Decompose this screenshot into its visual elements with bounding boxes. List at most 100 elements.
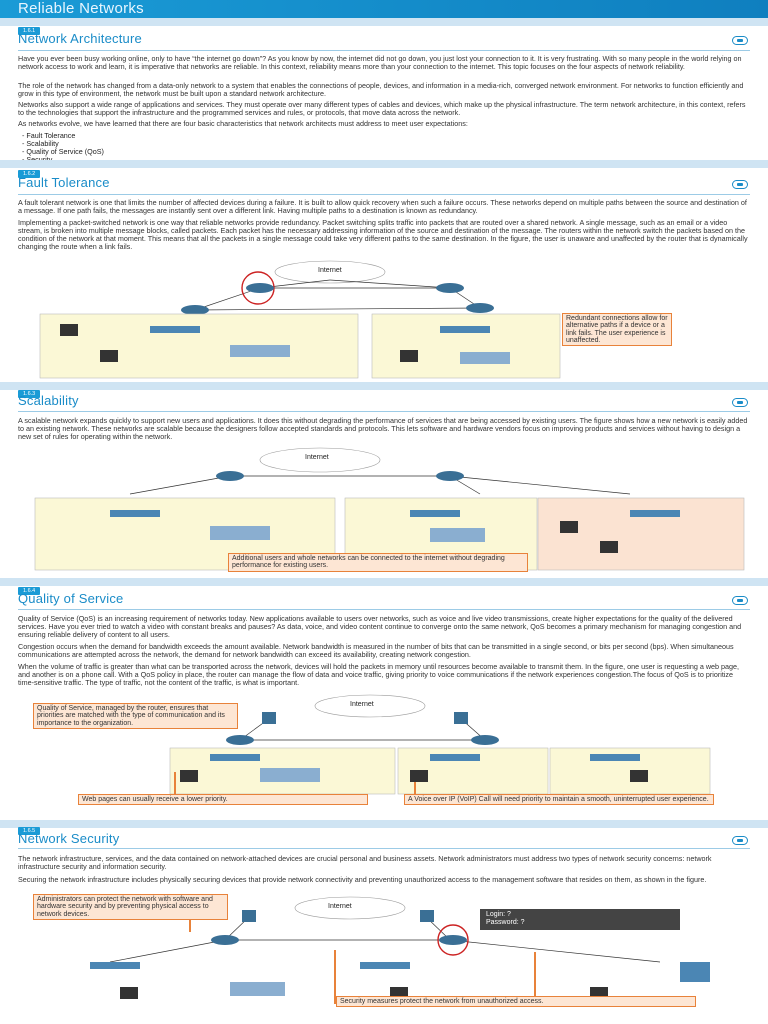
phone-cluster xyxy=(210,526,270,540)
lan-area xyxy=(39,313,359,379)
router-icon xyxy=(226,735,254,745)
cloud-label: Internet xyxy=(318,267,342,274)
low-priority-callout: Web pages can usually receive a lower pr… xyxy=(78,794,368,806)
switch-icon xyxy=(440,326,490,333)
section-separator xyxy=(0,578,768,586)
switch-icon xyxy=(90,962,140,969)
paragraph: The network infrastructure, services, an… xyxy=(18,854,712,872)
characteristics-list: Fault Tolerance Scalability Quality of S… xyxy=(22,131,104,164)
router-icon xyxy=(436,471,464,481)
switch-icon xyxy=(630,510,680,517)
switch-icon xyxy=(210,754,260,761)
qos-callout: Quality of Service, managed by the route… xyxy=(33,703,238,730)
list-item: Quality of Service (QoS) xyxy=(22,148,104,156)
paragraph: Have you ever been busy working online, … xyxy=(18,54,742,72)
phone-cluster xyxy=(430,528,485,542)
divider xyxy=(18,848,750,849)
cloud-label: Internet xyxy=(350,701,374,708)
section-title: Network Architecture xyxy=(18,31,142,46)
phone-cluster xyxy=(460,352,510,364)
internet-cloud xyxy=(294,896,406,920)
section-title: Quality of Service xyxy=(18,591,124,606)
login-prompt: Login: ? Password: ? xyxy=(480,909,680,930)
book-icon xyxy=(737,839,743,842)
switch-icon xyxy=(410,510,460,517)
list-item: Security xyxy=(22,156,104,164)
switch-icon xyxy=(454,712,468,724)
router-icon xyxy=(181,305,209,315)
scalability-callout: Additional users and whole networks can … xyxy=(228,553,528,572)
computer-icon xyxy=(400,350,418,362)
list-item: Scalability xyxy=(22,139,104,148)
redundancy-callout: Redundant connections allow for alternat… xyxy=(562,313,672,347)
login-label: Login: ? xyxy=(486,911,511,918)
section-separator xyxy=(0,820,768,828)
page-banner: Reliable Networks xyxy=(0,0,768,18)
expand-button[interactable] xyxy=(732,180,748,189)
section-title: Network Security xyxy=(18,831,120,846)
lan-area xyxy=(371,313,561,379)
phone-cluster xyxy=(230,345,290,357)
computer-icon xyxy=(600,541,618,553)
divider xyxy=(18,50,750,51)
switch-icon xyxy=(242,910,256,922)
computer-icon xyxy=(100,350,118,362)
cloud-label: Internet xyxy=(328,903,352,910)
section-number: 1.6.4 xyxy=(18,587,41,596)
security-callout: Security measures protect the network fr… xyxy=(336,996,696,1008)
book-icon xyxy=(737,599,743,602)
router-icon xyxy=(436,283,464,293)
section-number: 1.6.1 xyxy=(18,27,41,36)
section-title: Fault Tolerance xyxy=(18,175,110,190)
section-number: 1.6.5 xyxy=(18,827,41,836)
voip-callout: A Voice over IP (VoIP) Call will need pr… xyxy=(404,794,714,806)
switch-icon xyxy=(150,326,200,333)
computer-icon xyxy=(630,770,648,782)
internet-cloud xyxy=(314,694,426,718)
qos-diagram xyxy=(169,694,711,795)
section-separator xyxy=(0,18,768,26)
book-icon xyxy=(737,183,743,186)
computer-icon xyxy=(120,987,138,999)
paragraph: When the volume of traffic is greater th… xyxy=(18,662,739,688)
fault-tolerance-diagram xyxy=(39,260,561,379)
section-number: 1.6.2 xyxy=(18,170,41,179)
router-icon xyxy=(439,935,467,945)
password-label: Password: ? xyxy=(486,919,525,927)
expand-button[interactable] xyxy=(732,398,748,407)
security-diagram xyxy=(90,896,710,1004)
cloud-label: Internet xyxy=(305,454,329,461)
server-icon xyxy=(680,962,710,982)
divider xyxy=(18,609,750,610)
computer-icon xyxy=(560,521,578,533)
computer-icon xyxy=(60,324,78,336)
paragraph: A scalable network expands quickly to su… xyxy=(18,416,748,442)
section-separator xyxy=(0,160,768,168)
book-icon xyxy=(737,401,743,404)
list-item: Fault Tolerance xyxy=(22,131,104,140)
expand-button[interactable] xyxy=(732,36,748,45)
section-number: 1.6.3 xyxy=(18,390,41,399)
paragraph: Securing the network infrastructure incl… xyxy=(18,875,707,884)
switch-icon xyxy=(430,754,480,761)
computer-icon xyxy=(180,770,198,782)
divider xyxy=(18,194,750,195)
paragraph: Implementing a packet-switched network i… xyxy=(18,218,748,252)
internet-cloud xyxy=(274,260,386,284)
section-separator xyxy=(0,382,768,390)
section-title: Scalability xyxy=(18,393,79,408)
switch-icon xyxy=(590,754,640,761)
phone-cluster xyxy=(230,982,285,996)
computer-icon xyxy=(410,770,428,782)
router-icon xyxy=(246,283,274,293)
expand-button[interactable] xyxy=(732,836,748,845)
paragraph: Congestion occurs when the demand for ba… xyxy=(18,642,734,660)
book-icon xyxy=(737,39,743,42)
new-lan-area xyxy=(537,497,745,571)
expand-button[interactable] xyxy=(732,596,748,605)
page-title: Reliable Networks xyxy=(18,0,144,17)
paragraph: The role of the network has changed from… xyxy=(18,81,744,99)
security-highlight xyxy=(437,924,469,956)
switch-icon xyxy=(262,712,276,724)
router-icon xyxy=(471,735,499,745)
